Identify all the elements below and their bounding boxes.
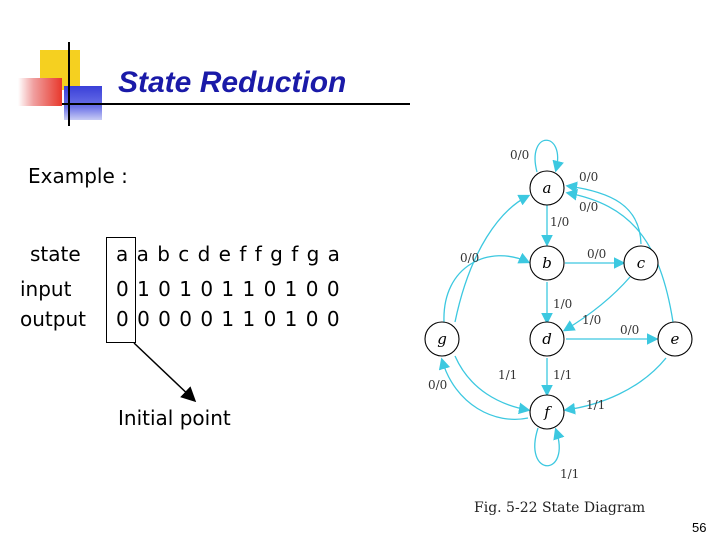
initial-point-label: Initial point — [118, 406, 231, 430]
state-b-label: b — [542, 254, 552, 272]
label-g-to-f: 1/1 — [498, 368, 517, 382]
label-d-to-e: 0/0 — [620, 323, 639, 337]
edge-g-to-a — [454, 194, 531, 323]
edge-f-self — [534, 427, 565, 467]
initial-point-box — [106, 237, 136, 343]
row-label-state: state — [30, 242, 81, 266]
edge-e-to-a — [565, 188, 674, 323]
edge-c-to-d — [562, 276, 631, 332]
state-f-label: f — [543, 403, 552, 421]
label-e-to-a: 0/0 — [579, 200, 598, 214]
label-b-to-c: 0/0 — [587, 247, 606, 261]
example-label: Example : — [28, 164, 128, 188]
page-number: 56 — [692, 520, 707, 535]
edge-g-to-f — [454, 355, 531, 415]
decor-vertical-line — [68, 42, 70, 126]
page-title: State Reduction — [118, 66, 347, 99]
edge-e-to-f — [563, 357, 667, 415]
output-sequence: 0 0 0 0 0 1 1 0 1 0 0 — [116, 307, 341, 331]
state-f-node — [529, 394, 565, 430]
state-a-node — [529, 170, 565, 206]
edge-c-to-a — [565, 181, 642, 245]
edge-a-self — [534, 139, 564, 173]
edge-g-to-b — [443, 252, 531, 323]
label-c-to-a: 0/0 — [579, 170, 598, 184]
label-b-to-d: 1/0 — [553, 297, 572, 311]
decor-red-bar — [18, 78, 62, 106]
state-a-label: a — [543, 179, 552, 197]
label-f-to-g: 0/0 — [428, 378, 447, 392]
state-g-node — [424, 321, 460, 357]
state-e-node — [657, 321, 693, 357]
input-sequence: 0 1 0 1 0 1 1 0 1 0 0 — [116, 277, 341, 301]
diagram-caption: Fig. 5-22 State Diagram — [474, 500, 646, 516]
state-sequence: a a b c d e f f g f g a — [116, 242, 341, 266]
row-label-input: input — [20, 277, 72, 301]
row-label-output: output — [20, 307, 86, 331]
state-e-label: e — [671, 330, 680, 348]
state-g-label: g — [437, 330, 447, 348]
title-underline — [62, 103, 410, 105]
state-diagram: a b c d e f g 0/0 0/0 0/0 1/0 0/0 0/0 1/… — [424, 139, 693, 481]
label-a-to-b: 1/0 — [550, 215, 569, 229]
label-d-to-f: 1/1 — [553, 368, 572, 382]
edge-f-to-g — [438, 357, 529, 420]
state-d-label: d — [542, 330, 552, 348]
state-c-node — [623, 245, 659, 281]
state-b-node — [529, 245, 565, 281]
state-d-node — [529, 321, 565, 357]
label-a-self: 0/0 — [510, 148, 529, 162]
label-c-to-d: 1/0 — [582, 313, 601, 327]
label-e-to-f: 1/1 — [586, 398, 605, 412]
state-c-label: c — [637, 254, 646, 272]
label-g-to-b: 0/0 — [460, 251, 479, 265]
label-f-self: 1/1 — [560, 467, 579, 481]
